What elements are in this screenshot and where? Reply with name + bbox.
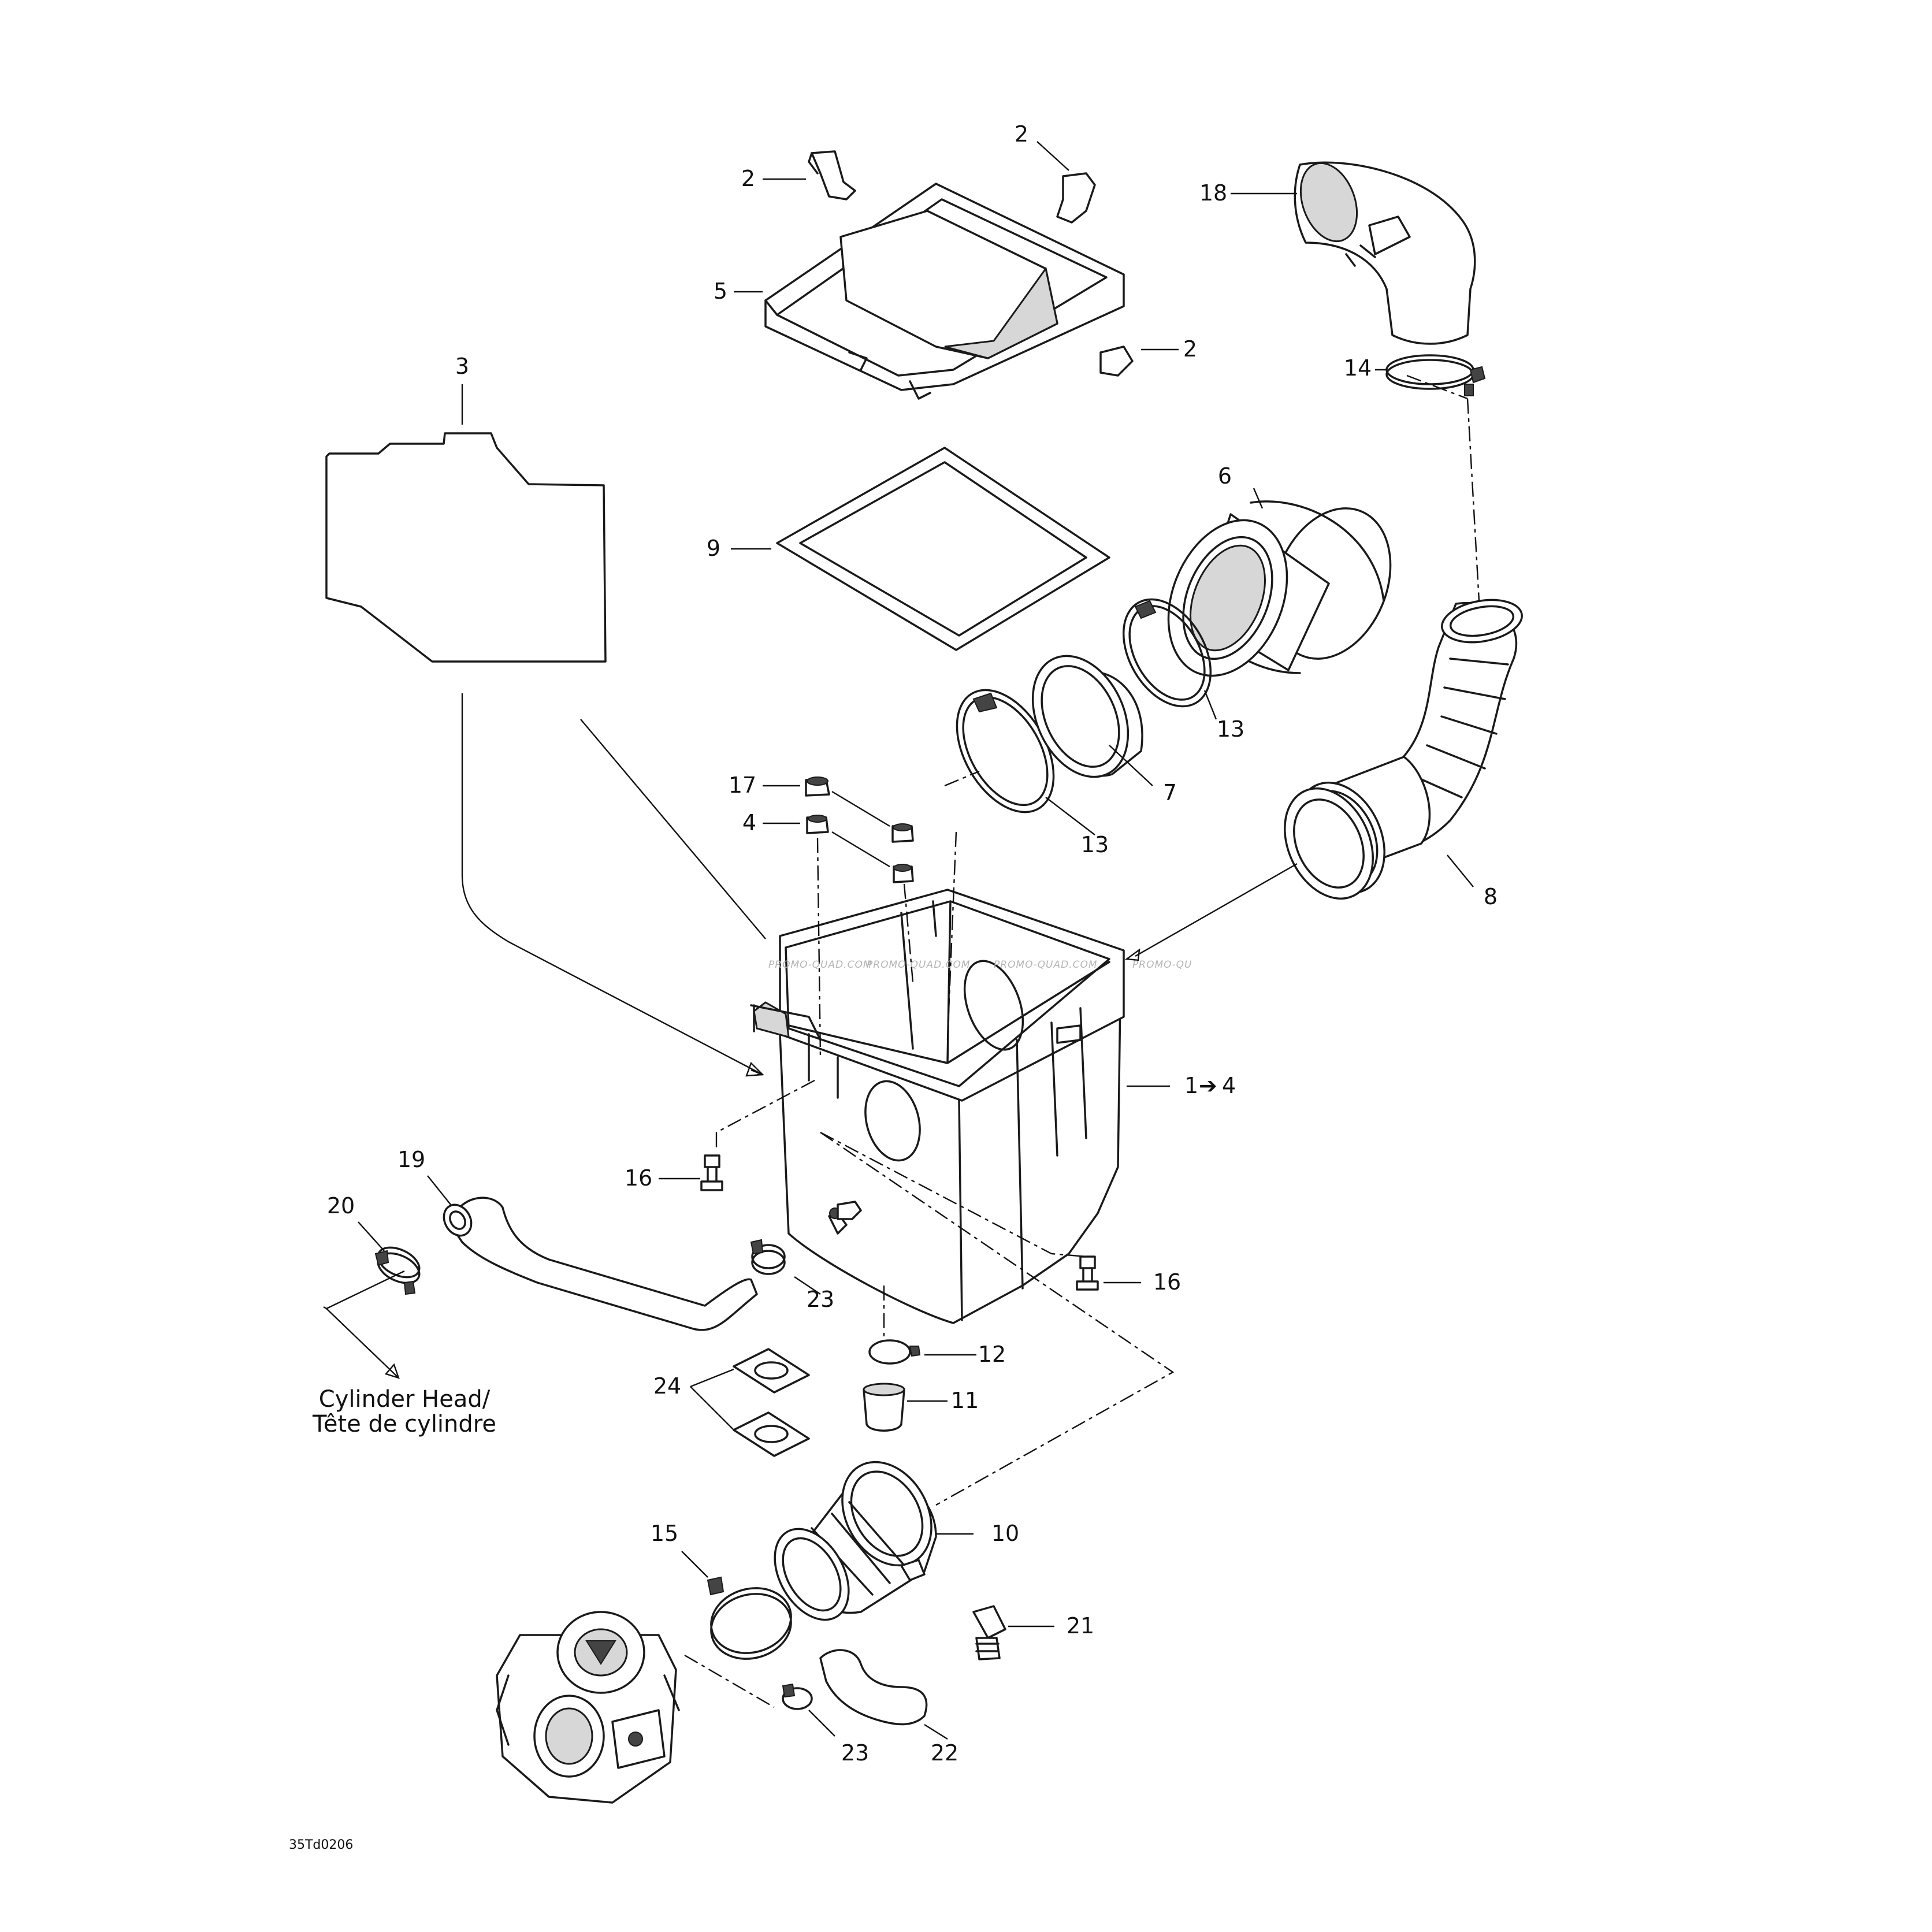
breather-clamp-20: [374, 1246, 421, 1295]
label-11: 11: [951, 1388, 979, 1413]
label-15: 15: [651, 1521, 678, 1546]
screw-16-left: [700, 1154, 723, 1191]
sealing-pad-upper: [733, 1348, 810, 1394]
label-14: 14: [1344, 355, 1372, 381]
airbox-cover: [764, 183, 1125, 400]
label-7: 7: [1163, 780, 1177, 805]
hose-clamp-23-lower: [782, 1683, 813, 1710]
label-1-arrow: ➔: [1199, 1073, 1217, 1098]
label-20: 20: [327, 1193, 355, 1218]
watermark-4: PROMO-QU: [1132, 959, 1192, 971]
destination-note: Cylinder Head/ Tête de cylindre: [312, 1386, 496, 1437]
cover-clip-lower: [1099, 345, 1134, 377]
drain-clamp-12: [868, 1339, 921, 1365]
label-1-end: 4: [1222, 1073, 1236, 1098]
label-24: 24: [653, 1373, 681, 1399]
label-3: 3: [455, 354, 469, 379]
assembly-lines: [684, 374, 1480, 1708]
label-16a: 16: [625, 1165, 652, 1191]
fitting-21: [972, 1605, 1006, 1660]
leader-lines: [323, 141, 1474, 1740]
breather-hose: [443, 1197, 758, 1331]
label-2b: 2: [1015, 121, 1028, 147]
label-6: 6: [1218, 463, 1232, 489]
label-9: 9: [707, 536, 720, 561]
label-8: 8: [1484, 884, 1498, 909]
label-23b: 23: [841, 1740, 869, 1766]
intake-elbow: [1294, 161, 1476, 345]
grommet-4: [806, 815, 829, 834]
air-filter-element: [1167, 500, 1392, 677]
destination-line-1: Cylinder Head/: [319, 1386, 491, 1413]
label-2a: 2: [741, 166, 755, 191]
watermarks: PROMO-QUAD.COM PROMO-QUAD.COM PROMO-QUAD…: [768, 959, 1192, 971]
label-22: 22: [931, 1740, 958, 1766]
airbox-body: [750, 889, 1125, 1324]
label-16b: 16: [1153, 1269, 1181, 1295]
label-13b: 13: [1081, 832, 1109, 857]
nut-17: [805, 776, 830, 797]
vent-hose-22: [819, 1649, 928, 1726]
drain-plug-11: [863, 1383, 905, 1432]
cover-clip-left: [808, 150, 856, 200]
elbow-clamp: [1385, 354, 1486, 396]
label-4: 4: [742, 810, 756, 835]
nut-17-right: [891, 823, 914, 843]
hose-clamp-upper: [1122, 598, 1212, 708]
carb-clamp-15: [707, 1576, 792, 1660]
destination-line-2: Tête de cylindre: [312, 1411, 496, 1437]
label-23a: 23: [807, 1287, 834, 1312]
callout-labels: 2 2 2 18 5 3 14 9 6 13 7 13 8 17 4 1 ➔ 4…: [327, 121, 1498, 1766]
grommet-4-right: [893, 864, 914, 883]
label-10: 10: [991, 1521, 1019, 1546]
label-17: 17: [729, 772, 756, 798]
breather-clamp-23: [750, 1239, 786, 1275]
label-2c: 2: [1183, 336, 1197, 362]
drawing-code: 35Td0206: [289, 1838, 353, 1852]
label-1: 1: [1184, 1073, 1198, 1098]
screw-16-right: [1076, 1255, 1099, 1291]
carburetor-adaptor: [774, 1461, 937, 1621]
label-12: 12: [978, 1342, 1006, 1367]
label-18: 18: [1199, 180, 1227, 206]
watermark-2: PROMO-QUAD.COM: [867, 959, 971, 971]
label-13a: 13: [1217, 716, 1244, 742]
watermark-3: PROMO-QUAD.COM: [994, 959, 1098, 971]
decal-outline: [325, 432, 607, 663]
label-5: 5: [714, 278, 727, 304]
filter-gasket: [776, 447, 1110, 651]
filter-adaptor: [1031, 655, 1143, 778]
watermark-1: PROMO-QUAD.COM: [768, 959, 872, 971]
sealing-pad-lower: [733, 1411, 810, 1457]
label-19: 19: [397, 1147, 425, 1172]
label-21: 21: [1067, 1613, 1094, 1639]
cover-clip-right: [1056, 172, 1096, 224]
intake-tube: [1284, 599, 1523, 900]
carburetor: [496, 1611, 680, 1804]
